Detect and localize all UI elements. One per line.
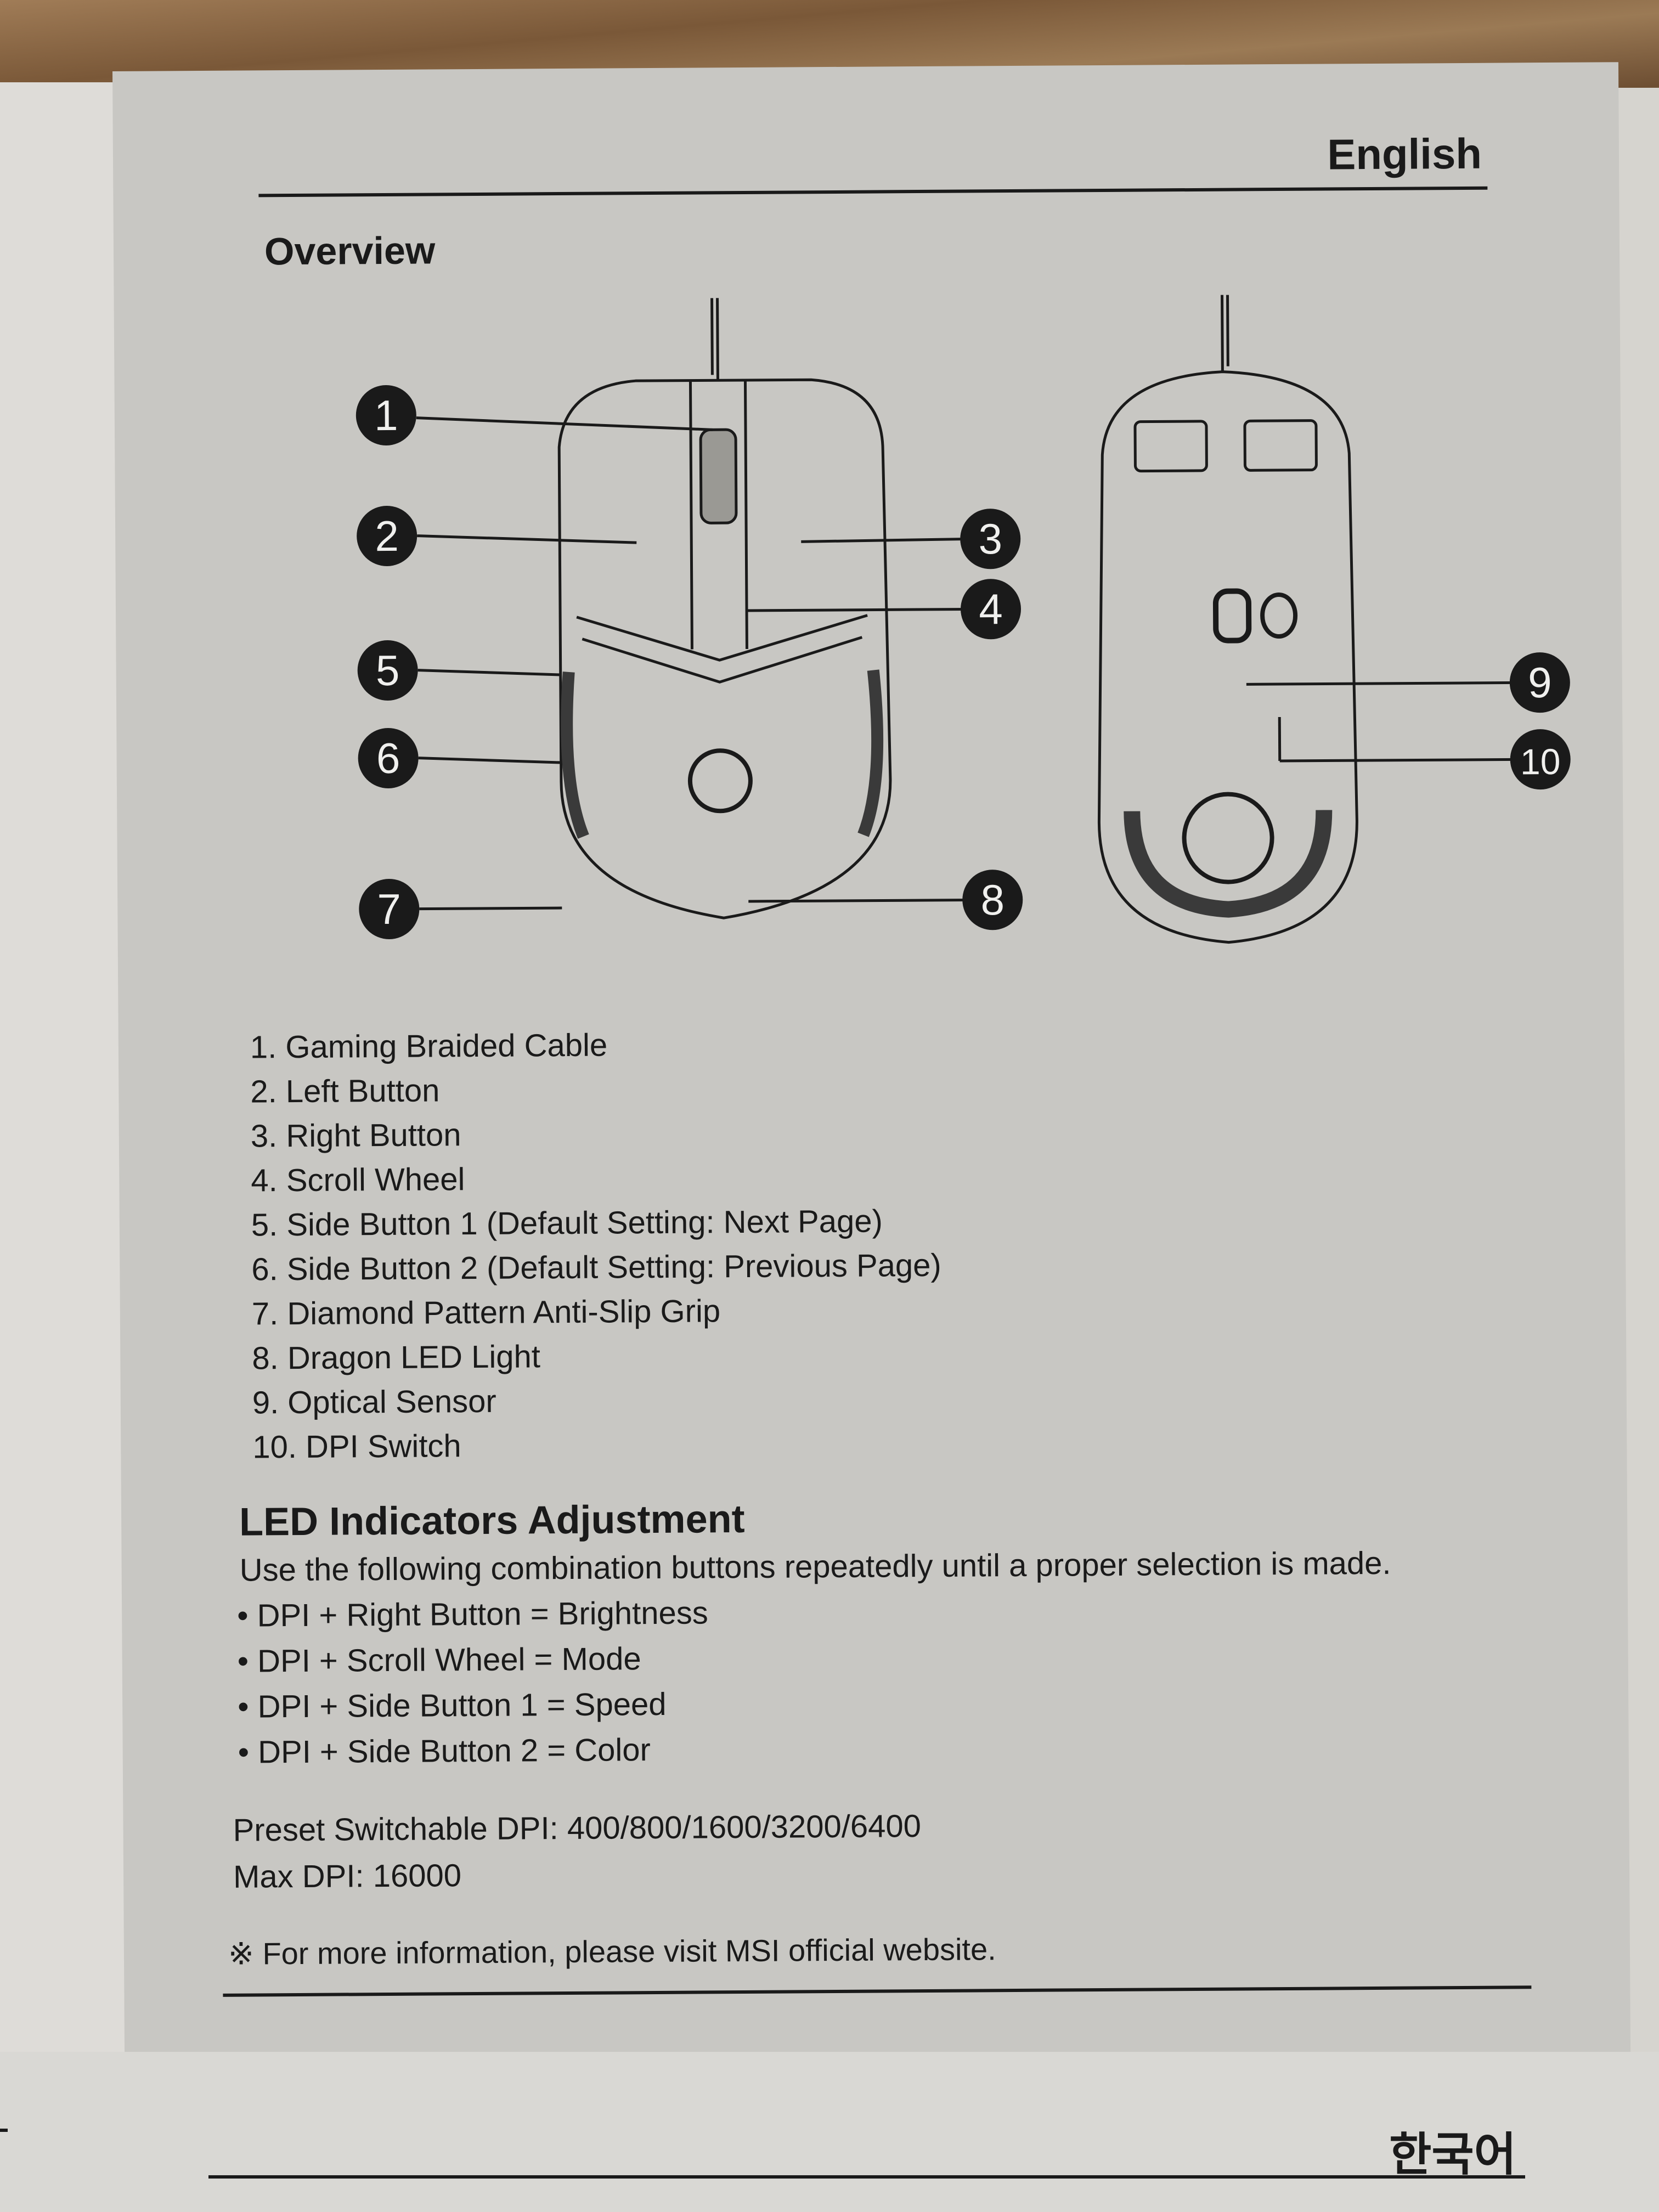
optical-sensor bbox=[1212, 588, 1252, 644]
list-item: 4. Scroll Wheel bbox=[251, 1161, 465, 1199]
next-page-language-label: 한국어 bbox=[1389, 2129, 1516, 2180]
overview-heading: Overview bbox=[264, 229, 436, 273]
mouse-cable-bottom bbox=[1221, 295, 1224, 372]
callout-9: 9 bbox=[1528, 658, 1552, 707]
led-combo-list: • DPI + Right Button = Brightness • DPI … bbox=[237, 1590, 709, 1775]
callout-markers: 1 2 3 4 5 6 7 8 9 10 bbox=[356, 385, 1571, 939]
max-dpi-text: Max DPI: 16000 bbox=[233, 1858, 462, 1895]
dragon-logo-bottom bbox=[1182, 792, 1274, 884]
scroll-wheel bbox=[699, 428, 738, 524]
side-grip-left bbox=[561, 672, 589, 839]
list-item: 3. Right Button bbox=[250, 1117, 461, 1154]
list-item: • DPI + Side Button 1 = Speed bbox=[238, 1686, 667, 1725]
led-intro-text: Use the following combination buttons re… bbox=[239, 1545, 1391, 1588]
dragon-logo-top bbox=[687, 748, 753, 814]
side-grip-right bbox=[857, 669, 884, 837]
preset-dpi-text: Preset Switchable DPI: 400/800/1600/3200… bbox=[233, 1808, 922, 1848]
next-page-strip bbox=[0, 2052, 1659, 2212]
partial-glyph bbox=[0, 2129, 8, 2132]
list-item: 8. Dragon LED Light bbox=[252, 1339, 541, 1376]
skate-right bbox=[1243, 419, 1318, 472]
callout-1: 1 bbox=[374, 391, 398, 439]
list-item: 1. Gaming Braided Cable bbox=[250, 1027, 608, 1065]
callout-3: 3 bbox=[978, 515, 1002, 563]
header-rule bbox=[258, 186, 1488, 198]
list-item: • DPI + Side Button 2 = Color bbox=[238, 1732, 651, 1770]
website-note: ※ For more information, please visit MSI… bbox=[228, 1932, 996, 1971]
callout-10: 10 bbox=[1520, 741, 1561, 782]
list-item: 2. Left Button bbox=[250, 1073, 440, 1110]
list-item: 6. Side Button 2 (Default Setting: Previ… bbox=[251, 1247, 941, 1288]
manual-page: English Overview bbox=[112, 62, 1631, 2101]
scroll-wheel-slot bbox=[689, 380, 748, 650]
callout-7: 7 bbox=[377, 885, 401, 933]
language-label: English bbox=[1327, 129, 1482, 179]
callout-4: 4 bbox=[979, 585, 1003, 633]
callout-5: 5 bbox=[376, 646, 400, 695]
dpi-specs: Preset Switchable DPI: 400/800/1600/3200… bbox=[233, 1803, 921, 1900]
callout-6: 6 bbox=[376, 734, 400, 782]
list-item: 9. Optical Sensor bbox=[252, 1383, 496, 1421]
footer-rule bbox=[223, 1985, 1532, 1997]
led-section-heading: LED Indicators Adjustment bbox=[239, 1497, 745, 1544]
list-item: • DPI + Right Button = Brightness bbox=[237, 1595, 708, 1634]
callout-2: 2 bbox=[375, 512, 399, 560]
parts-list: 1. Gaming Braided Cable 2. Left Button 3… bbox=[250, 1021, 943, 1470]
mouse-top-chevron bbox=[582, 636, 863, 684]
next-page-rule bbox=[208, 2175, 1525, 2179]
list-item: 7. Diamond Pattern Anti-Slip Grip bbox=[251, 1293, 721, 1332]
mouse-bottom-outline bbox=[1097, 370, 1358, 944]
list-item: • DPI + Scroll Wheel = Mode bbox=[237, 1641, 641, 1679]
callout-8: 8 bbox=[980, 876, 1005, 924]
mouse-diagram: 1 2 3 4 5 6 7 8 9 10 bbox=[356, 295, 1571, 944]
list-item: 5. Side Button 1 (Default Setting: Next … bbox=[251, 1203, 883, 1243]
dpi-switch bbox=[1260, 592, 1298, 639]
mouse-top-outline bbox=[557, 378, 892, 919]
list-item: 10. DPI Switch bbox=[252, 1428, 461, 1465]
skate-left bbox=[1133, 420, 1208, 473]
bottom-skate-u bbox=[1124, 810, 1333, 918]
